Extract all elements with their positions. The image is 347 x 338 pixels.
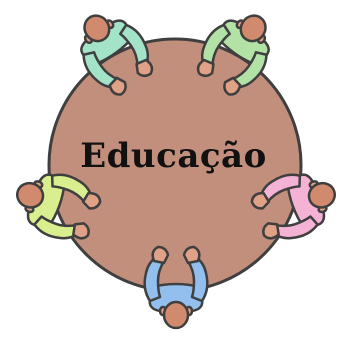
- left-hand: [72, 222, 90, 240]
- person-top-left: [80, 14, 154, 96]
- right-hand: [262, 222, 280, 240]
- left-hand: [108, 76, 127, 96]
- left-hand: [182, 245, 201, 265]
- right-hand: [223, 76, 242, 96]
- person-bottom: [143, 245, 209, 330]
- education-title: Educação: [80, 136, 267, 176]
- head: [162, 300, 190, 330]
- person-right: [250, 173, 337, 240]
- right-hand: [135, 58, 154, 78]
- person-top-right: [196, 14, 270, 96]
- left-hand: [250, 191, 271, 210]
- right-hand: [151, 245, 170, 265]
- head: [307, 181, 337, 209]
- head: [239, 14, 267, 43]
- head: [15, 181, 45, 209]
- right-hand: [81, 191, 102, 210]
- person-left: [15, 173, 102, 240]
- left-hand: [196, 58, 215, 78]
- torso: [148, 282, 204, 313]
- head: [83, 14, 111, 43]
